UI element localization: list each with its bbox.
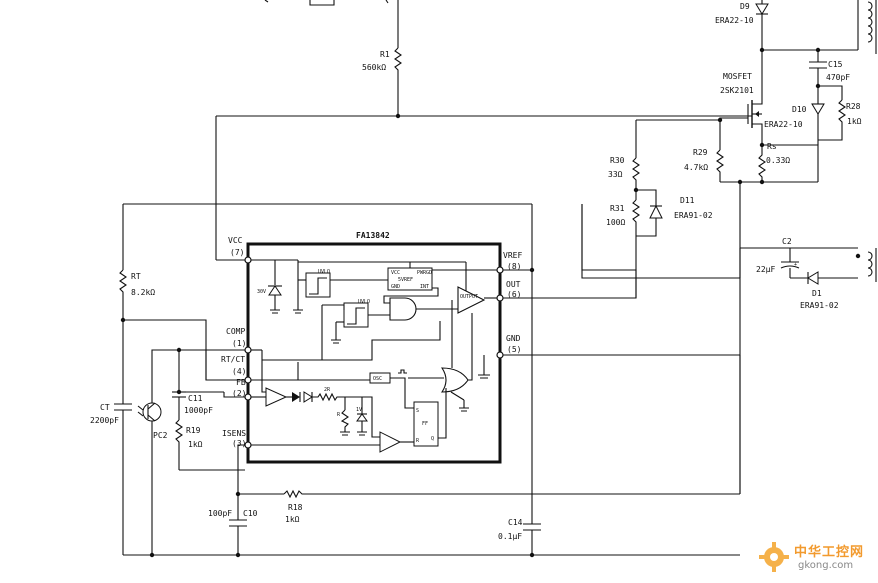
- pin-labels: VCC (7) COMP (1) RT/CT (4) FB (2) ISENS …: [221, 236, 522, 448]
- d10-ref: D10: [792, 105, 807, 114]
- watermark-cn: 中华工控网: [794, 545, 865, 560]
- ic-fa13842: FA13842: [244, 231, 504, 464]
- ct-ref: CT: [100, 403, 110, 412]
- mosfet-ref: MOSFET: [723, 72, 752, 81]
- mosfet-value: 2SK2101: [720, 86, 754, 95]
- pin-rtct: [244, 376, 252, 384]
- r18-value: 1kΩ: [285, 515, 300, 524]
- pin-label-vcc: VCC: [228, 236, 243, 245]
- top-partial-component: [264, 0, 389, 6]
- r1-value: 560kΩ: [362, 63, 386, 72]
- pin-number-out: (6): [507, 290, 521, 299]
- r30-ref: R30: [610, 156, 625, 165]
- d10-value: ERA22-10: [764, 120, 803, 129]
- svg-text:+: +: [794, 262, 797, 268]
- r28-ref: R28: [846, 102, 861, 111]
- c15-value: 470pF: [826, 73, 850, 82]
- d9-value: ERA22-10: [715, 16, 754, 25]
- d1-ref: D1: [812, 289, 822, 298]
- d9-ref: D9: [740, 2, 750, 11]
- r18-ref: R18: [288, 503, 303, 512]
- r29-ref: R29: [693, 148, 708, 157]
- internal-r2r-label: 2R: [324, 387, 331, 393]
- pin-out: [496, 294, 504, 302]
- d11-value: ERA91-02: [674, 211, 713, 220]
- pin-number-isens: (3): [232, 439, 246, 448]
- c11-value: 1000pF: [184, 406, 213, 415]
- r29-value: 4.7kΩ: [684, 163, 708, 172]
- internal-osc-label: OSC: [373, 376, 382, 382]
- rt-ref: RT: [131, 272, 141, 281]
- r19-ref: R19: [186, 426, 201, 435]
- internal-ff-label: FF: [422, 421, 428, 427]
- r31-value: 100Ω: [606, 218, 625, 227]
- pin-label-gnd: GND: [506, 334, 521, 343]
- pin-number-vcc: (7): [230, 248, 244, 257]
- gear-icon: [759, 542, 789, 572]
- pin-label-vref: VREF: [503, 251, 522, 260]
- c14-ref: C14: [508, 518, 523, 527]
- r31-ref: R31: [610, 204, 625, 213]
- pin-number-vref: (8): [507, 262, 521, 271]
- pin-label-isens: ISENS: [222, 429, 246, 438]
- c14-value: 0.1μF: [498, 532, 522, 541]
- internal-pwrgd-label: PWRGD: [417, 270, 432, 276]
- c2-ref: C2: [782, 237, 792, 246]
- r19-value: 1kΩ: [188, 440, 203, 449]
- pin-gnd: [496, 351, 504, 359]
- internal-v1-label: 1V: [356, 407, 362, 413]
- pin-number-rtct: (4): [232, 367, 246, 376]
- internal-q-label: Q: [431, 436, 434, 442]
- internal-drv-label: OUTPUT: [460, 294, 478, 300]
- pin-label-comp: COMP: [226, 327, 245, 336]
- c15-ref: C15: [828, 60, 843, 69]
- internal-s-label: S: [416, 408, 419, 414]
- d11-ref: D11: [680, 196, 695, 205]
- internal-r-label: R: [337, 412, 341, 418]
- pin-vref: [496, 266, 504, 274]
- watermark-logo: 中华工控网 gkong.com: [754, 535, 872, 579]
- rs-value: 0.33Ω: [766, 156, 790, 165]
- internal-vref-label: 5VREF: [398, 277, 413, 283]
- pin-label-fb: FB: [236, 378, 246, 387]
- r28-value: 1kΩ: [847, 117, 862, 126]
- pin-number-gnd: (5): [507, 345, 521, 354]
- uvlo1-label: UVLO: [318, 269, 330, 275]
- d1-value: ERA91-02: [800, 301, 839, 310]
- zener-30v-label: 30V: [257, 289, 266, 295]
- internal-vcc-label: VCC: [391, 270, 400, 276]
- c10-value: 100pF: [208, 509, 232, 518]
- pin-vcc: [244, 256, 252, 264]
- c10-ref: C10: [243, 509, 258, 518]
- pin-number-fb: (2): [232, 389, 246, 398]
- r1-ref: R1: [380, 50, 390, 59]
- pin-number-comp: (1): [232, 339, 246, 348]
- watermark-url: gkong.com: [798, 560, 854, 571]
- ic-internal: 30V UVLO VCC PWRGD 5VREF GND INT UVLO: [205, 259, 497, 453]
- ct-value: 2200pF: [90, 416, 119, 425]
- pin-label-out: OUT: [506, 280, 521, 289]
- c11-ref: C11: [188, 394, 203, 403]
- internal-rr-label: R: [416, 438, 420, 444]
- rt-value: 8.2kΩ: [131, 288, 155, 297]
- rs-ref: Rs: [767, 142, 777, 151]
- internal-int-label: INT: [420, 284, 429, 290]
- pc2-ref: PC2: [153, 431, 168, 440]
- c2-value: 22μF: [756, 265, 775, 274]
- pin-label-rtct: RT/CT: [221, 355, 245, 364]
- r30-value: 33Ω: [608, 170, 623, 179]
- internal-uvlo2-label: UVLO: [358, 299, 370, 305]
- ic-name: FA13842: [356, 231, 390, 240]
- external-wiring: R1 560kΩ RT 8.2kΩ CT 2200pF C11 1000p: [90, 0, 877, 558]
- internal-gnd-label: GND: [391, 284, 400, 290]
